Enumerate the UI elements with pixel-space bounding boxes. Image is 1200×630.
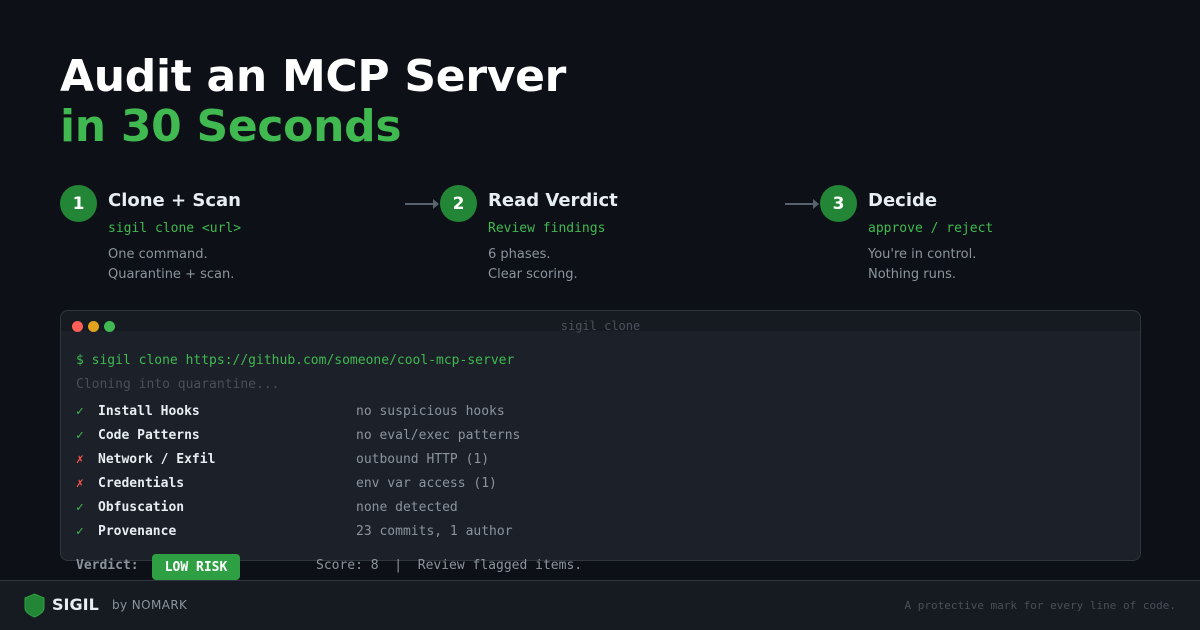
check-pass-icon: ✓ bbox=[76, 500, 84, 515]
risk-status-badge: LOW RISK bbox=[152, 554, 240, 580]
check-row: ✓ Code Patterns no eval/exec patterns bbox=[76, 428, 976, 448]
terminal-title: sigil clone bbox=[560, 319, 641, 333]
check-fail-icon: ✗ bbox=[76, 476, 84, 491]
terminal-titlebar: sigil clone bbox=[61, 311, 1140, 333]
check-name: Network / Exfil bbox=[98, 452, 216, 467]
check-row: ✓ Obfuscation none detected bbox=[76, 500, 976, 520]
step-command: sigil clone <url> bbox=[108, 221, 242, 236]
step-title: Clone + Scan bbox=[108, 190, 241, 211]
verdict-label: Verdict: bbox=[76, 558, 139, 573]
terminal-window: sigil clone $ sigil clone https://github… bbox=[60, 310, 1141, 580]
hero-heading: Audit an MCP Server in 30 Seconds bbox=[60, 52, 566, 152]
step-number-badge: 3 bbox=[820, 185, 857, 222]
check-detail: outbound HTTP (1) bbox=[356, 452, 490, 467]
tagline: A protective mark for every line of code… bbox=[904, 599, 1176, 612]
step-number-badge: 2 bbox=[440, 185, 477, 222]
check-detail: none detected bbox=[356, 500, 458, 515]
brand-byline: by NOMARK bbox=[112, 598, 188, 612]
check-detail: no eval/exec patterns bbox=[356, 428, 521, 443]
step-description: 6 phases. Clear scoring. bbox=[488, 245, 578, 285]
step-description: One command. Quarantine + scan. bbox=[108, 245, 234, 285]
verdict-row: Verdict: LOW RISK Score: 8 | Review flag… bbox=[76, 554, 1076, 580]
check-name: Code Patterns bbox=[98, 428, 200, 443]
brand-name: SIGIL bbox=[52, 595, 99, 614]
close-window-dot-icon[interactable] bbox=[72, 321, 83, 332]
check-name: Credentials bbox=[98, 476, 185, 491]
step-description: You're in control. Nothing runs. bbox=[868, 245, 976, 285]
step-desc-line: Nothing runs. bbox=[868, 267, 956, 282]
step-title: Read Verdict bbox=[488, 190, 618, 211]
check-pass-icon: ✓ bbox=[76, 404, 84, 419]
step-desc-line: You're in control. bbox=[868, 247, 977, 262]
step-desc-line: One command. bbox=[108, 247, 208, 262]
check-name: Provenance bbox=[98, 524, 177, 539]
maximize-window-dot-icon[interactable] bbox=[104, 321, 115, 332]
headline-line-2: in 30 Seconds bbox=[60, 101, 402, 152]
footer: SIGIL by NOMARK A protective mark for ev… bbox=[0, 580, 1200, 630]
step-title: Decide bbox=[868, 190, 938, 211]
step-command: Review findings bbox=[488, 221, 606, 236]
check-pass-icon: ✓ bbox=[76, 428, 84, 443]
check-row: ✗ Network / Exfil outbound HTTP (1) bbox=[76, 452, 976, 472]
check-fail-icon: ✗ bbox=[76, 452, 84, 467]
step-command: approve / reject bbox=[868, 221, 994, 236]
step-desc-line: Quarantine + scan. bbox=[108, 267, 235, 282]
minimize-window-dot-icon[interactable] bbox=[88, 321, 99, 332]
check-detail: no suspicious hooks bbox=[356, 404, 505, 419]
check-row: ✓ Provenance 23 commits, 1 author bbox=[76, 524, 976, 544]
headline-line-1: Audit an MCP Server bbox=[60, 51, 567, 102]
check-name: Obfuscation bbox=[98, 500, 185, 515]
score-summary: Score: 8 | Review flagged items. bbox=[316, 558, 583, 573]
check-name: Install Hooks bbox=[98, 404, 200, 419]
arrow-right-icon bbox=[785, 199, 819, 209]
terminal-status-line: Cloning into quarantine... bbox=[76, 377, 280, 392]
check-row: ✓ Install Hooks no suspicious hooks bbox=[76, 404, 976, 424]
check-detail: env var access (1) bbox=[356, 476, 497, 491]
step-desc-line: 6 phases. bbox=[488, 247, 551, 262]
check-row: ✗ Credentials env var access (1) bbox=[76, 476, 976, 496]
check-pass-icon: ✓ bbox=[76, 524, 84, 539]
step-number-badge: 1 bbox=[60, 185, 97, 222]
terminal-prompt-line: $ sigil clone https://github.com/someone… bbox=[76, 353, 515, 368]
step-desc-line: Clear scoring. bbox=[488, 267, 578, 282]
arrow-right-icon bbox=[405, 199, 439, 209]
check-detail: 23 commits, 1 author bbox=[356, 524, 513, 539]
shield-logo-icon bbox=[24, 593, 45, 618]
